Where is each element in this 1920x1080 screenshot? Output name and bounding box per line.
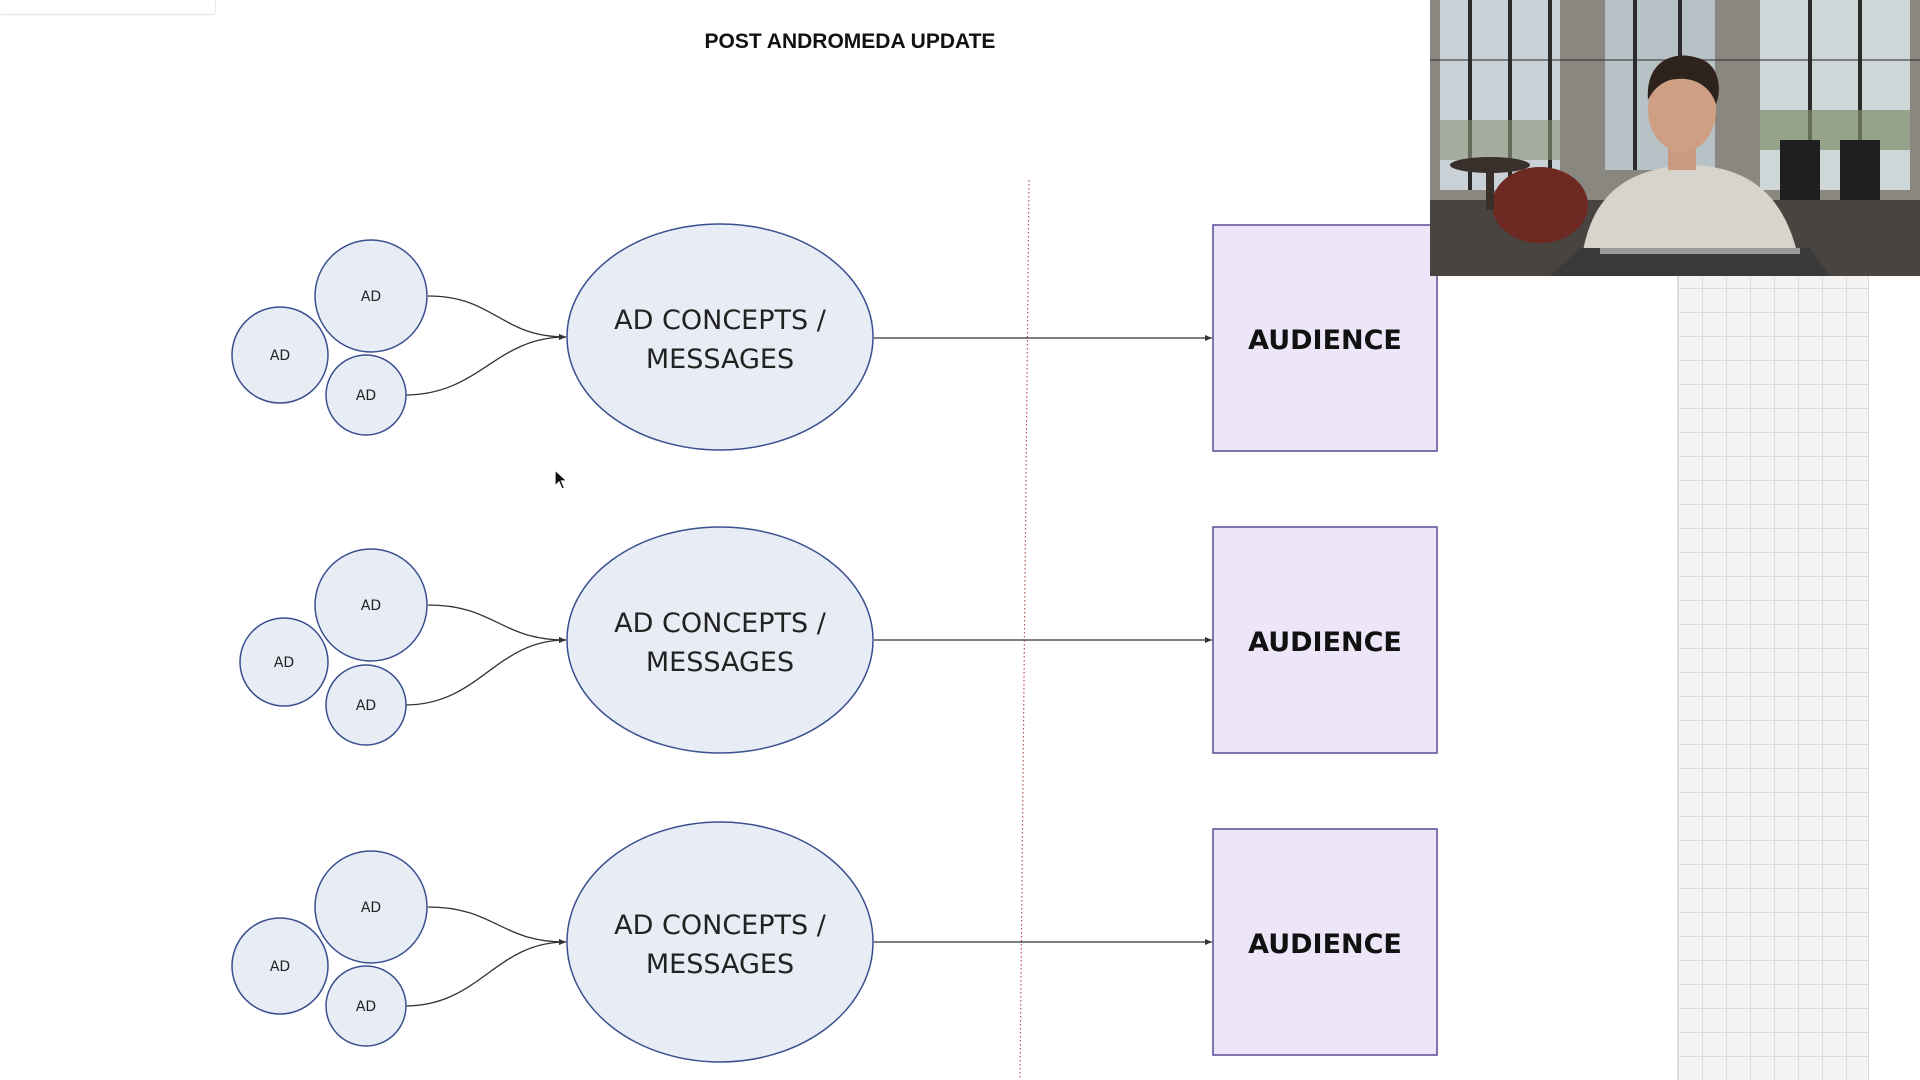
ad-label: AD <box>274 655 294 671</box>
ad-concepts-node[interactable] <box>566 821 874 1063</box>
audience-label: AUDIENCE <box>1248 325 1402 356</box>
mouse-pointer-icon <box>554 468 569 490</box>
ad-node[interactable] <box>325 354 407 436</box>
diagram-row: AD AD AD AD CONCEPTS / MESSAGES AUDIENCE <box>231 821 1438 1063</box>
ad-label: AD <box>270 959 290 975</box>
concept-label-line1: AD CONCEPTS / <box>614 608 827 639</box>
ad-node[interactable] <box>314 850 428 964</box>
webcam-video-overlay <box>1430 0 1920 276</box>
toolbar-tab[interactable] <box>0 0 216 15</box>
audience-label: AUDIENCE <box>1248 929 1402 960</box>
concept-label-line1: AD CONCEPTS / <box>614 910 827 941</box>
ad-node[interactable] <box>231 306 329 404</box>
ad-node[interactable] <box>325 664 407 746</box>
ad-node[interactable] <box>314 548 428 662</box>
audience-box[interactable] <box>1212 526 1438 754</box>
connector-line <box>427 604 567 643</box>
page-title: POST ANDROMEDA UPDATE <box>705 30 996 53</box>
concept-label-line2: MESSAGES <box>646 344 794 375</box>
diagram-row: AD AD AD AD CONCEPTS / MESSAGES AUDIENCE <box>239 526 1438 754</box>
ad-node[interactable] <box>325 965 407 1047</box>
connector-line <box>404 939 567 1007</box>
ad-node[interactable] <box>231 917 329 1015</box>
diagram-row: AD AD AD AD CONCEPTS / MESSAGES AUDIENCE <box>231 223 1438 452</box>
connector-line <box>404 637 567 706</box>
connector-line <box>404 334 567 396</box>
concept-label-line2: MESSAGES <box>646 949 794 980</box>
ad-label: AD <box>270 348 290 364</box>
audience-box[interactable] <box>1212 224 1438 452</box>
ad-label: AD <box>356 388 376 404</box>
audience-box[interactable] <box>1212 828 1438 1056</box>
ad-concepts-node[interactable] <box>566 526 874 754</box>
ad-label: AD <box>356 999 376 1015</box>
ad-label: AD <box>361 900 381 916</box>
connector-line <box>427 906 567 945</box>
concept-label-line1: AD CONCEPTS / <box>614 305 827 336</box>
ad-node[interactable] <box>239 617 329 707</box>
divider-line <box>1019 179 1030 1080</box>
connector-line <box>427 295 567 340</box>
ad-label: AD <box>356 698 376 714</box>
ad-concepts-node[interactable] <box>566 223 874 451</box>
concept-label-line2: MESSAGES <box>646 647 794 678</box>
audience-label: AUDIENCE <box>1248 627 1402 658</box>
ad-node[interactable] <box>314 239 428 353</box>
ad-label: AD <box>361 289 381 305</box>
ad-label: AD <box>361 598 381 614</box>
